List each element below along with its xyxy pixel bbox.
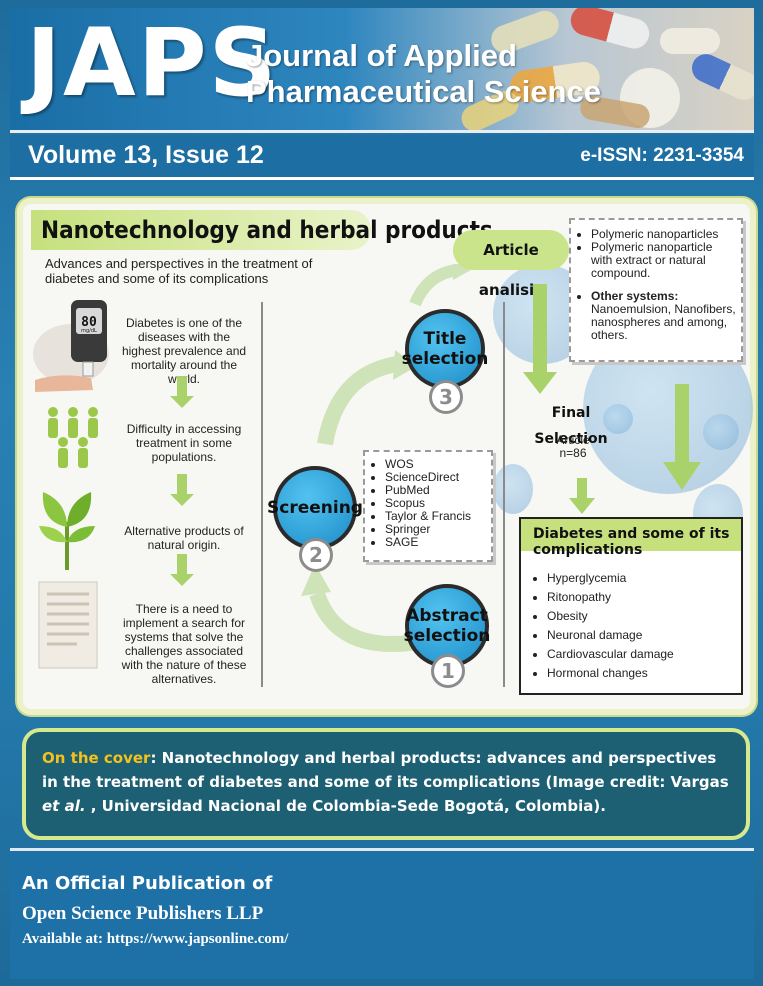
left-arrow-3 — [170, 554, 194, 586]
footer-website[interactable]: Available at: https://www.japsonline.com… — [22, 931, 289, 947]
footer-official: An Official Publication of — [22, 873, 273, 894]
journal-name-line2: Pharmaceutical Science — [246, 74, 601, 109]
divider-right — [503, 302, 505, 687]
databases-list: WOS ScienceDirect PubMed Scopus Taylor &… — [363, 450, 493, 562]
complication-item: Hormonal changes — [547, 664, 674, 683]
complication-item: Neuronal damage — [547, 626, 674, 645]
divider-left — [261, 302, 263, 687]
complications-title: Diabetes and some of its complications — [533, 526, 730, 558]
cover-header: JAPS Journal of Applied Pharmaceutical S… — [10, 8, 754, 133]
database-item: ScienceDirect — [385, 471, 487, 484]
figure-title-band — [31, 210, 371, 250]
plant-icon — [39, 492, 95, 570]
glucometer-hand-illustration: 80 mg/dL — [33, 300, 109, 392]
database-item: WOS — [385, 458, 487, 471]
stage-screening: Screening — [267, 466, 363, 550]
analysis-list: Polymeric nanoparticles Polymeric nanopa… — [569, 218, 743, 362]
left-step-4: There is a need to implement a search fo… — [121, 602, 247, 686]
database-item: Scopus — [385, 497, 487, 510]
other-systems-label: Other systems: — [591, 289, 679, 303]
complications-header: Diabetes and some of its complications — [521, 519, 741, 558]
complications-box: Diabetes and some of its complications H… — [519, 517, 743, 695]
final-selection-label: Final Selection — [534, 405, 608, 447]
cover-caption: On the cover: Nanotechnology and herbal … — [22, 728, 750, 840]
other-systems-text: Nanoemulsion, Nanofibers, nanospheres an… — [591, 302, 736, 342]
database-item: SAGE — [385, 536, 487, 549]
left-step-3: Alternative products of natural origin. — [124, 524, 244, 552]
journal-name: Journal of Applied Pharmaceutical Scienc… — [246, 38, 601, 110]
article-analysis-label: Article analisis — [453, 230, 569, 299]
article-count: Article n=86 — [543, 434, 603, 460]
figure-subtitle: Advances and perspectives in the treatme… — [45, 256, 313, 286]
caption-text-b: , Universidad Nacional de Colombia-Sede … — [85, 797, 606, 815]
glucometer-value: 80 — [81, 315, 97, 330]
article-label: Article — [556, 433, 590, 447]
volume-issue: Volume 13, Issue 12 — [28, 141, 264, 169]
caption-text-a: : Nanotechnology and herbal products: ad… — [42, 749, 729, 791]
complication-item: Hyperglycemia — [547, 569, 674, 588]
journal-name-line1: Journal of Applied — [246, 38, 517, 73]
figure-title: Nanotechnology and herbal products — [41, 216, 493, 244]
stage-1-number: 1 — [431, 654, 465, 688]
final-arrows — [523, 284, 701, 514]
database-item: Taylor & Francis — [385, 510, 487, 523]
japs-logo: JAPS — [26, 9, 279, 118]
left-arrow-1 — [170, 376, 194, 408]
people-icon — [48, 407, 98, 468]
footer-publisher: Open Science Publishers LLP — [22, 903, 264, 924]
left-arrow-2 — [170, 474, 194, 506]
issn-label: e-ISSN: 2231-3354 — [580, 145, 744, 166]
database-item: Springer — [385, 523, 487, 536]
complication-item: Obesity — [547, 607, 674, 626]
stage-2-number: 2 — [299, 538, 333, 572]
article-n: n=86 — [559, 446, 587, 460]
analysis-item: Polymeric nanoparticles — [591, 228, 737, 241]
caption-et-al: et al. — [42, 797, 86, 815]
stage-title-selection: Title selection — [402, 309, 488, 389]
database-item: PubMed — [385, 484, 487, 497]
graphical-abstract: Nanotechnology and herbal products Advan… — [17, 198, 756, 715]
on-the-cover-label: On the cover — [42, 749, 151, 767]
stage-3-number: 3 — [429, 380, 463, 414]
left-step-2: Difficulty in accessing treatment in som… — [126, 422, 242, 464]
complication-item: Ritonopathy — [547, 588, 674, 607]
pills-image — [450, 8, 754, 130]
cover-footer: An Official Publication of Open Science … — [10, 848, 754, 979]
complications-list: Hyperglycemia Ritonopathy Obesity Neuron… — [531, 569, 674, 683]
document-icon — [38, 581, 98, 669]
glucometer-unit: mg/dL — [81, 328, 97, 334]
volume-bar: Volume 13, Issue 12 e-ISSN: 2231-3354 — [10, 135, 754, 180]
complication-item: Cardiovascular damage — [547, 645, 674, 664]
analysis-item: Polymeric nanoparticle with extract or n… — [591, 241, 737, 280]
caption-text: On the cover: Nanotechnology and herbal … — [42, 746, 732, 818]
